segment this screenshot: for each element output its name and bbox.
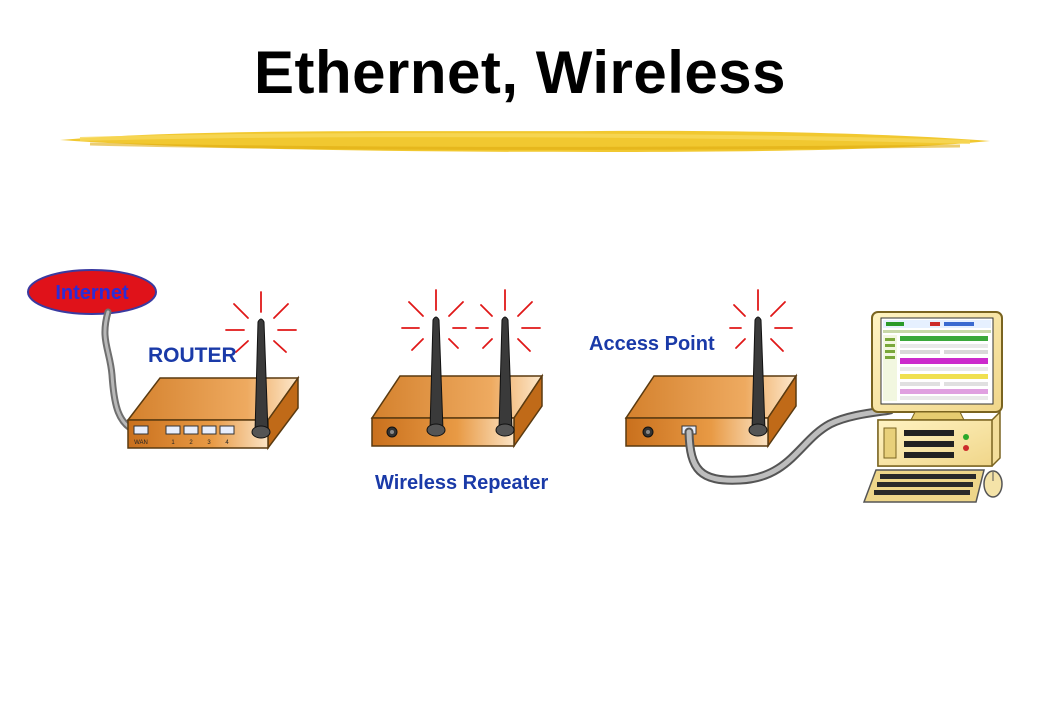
keyboard-keys xyxy=(874,474,976,495)
access-point-label: Access Point xyxy=(589,333,715,355)
router-antenna-icon xyxy=(251,318,271,439)
mouse-icon xyxy=(983,470,1003,498)
title-underline xyxy=(60,130,990,152)
port-label-4: 4 xyxy=(225,440,229,446)
port-label-3: 3 xyxy=(207,440,211,446)
internet-node: Internet xyxy=(27,269,157,315)
slide-title: Ethernet, Wireless xyxy=(254,39,786,106)
repeater-antenna-right-icon xyxy=(495,316,515,437)
port-label-1: 1 xyxy=(171,440,175,446)
router-label: ROUTER xyxy=(148,344,237,367)
access-point-cable xyxy=(684,405,895,485)
repeater-signal-left-icon xyxy=(401,289,467,351)
repeater-signal-right-icon xyxy=(475,289,541,352)
access-point-antenna-icon xyxy=(748,316,768,437)
router-signal-icon xyxy=(225,291,297,353)
repeater-label: Wireless Repeater xyxy=(375,472,548,494)
port-label-wan: WAN xyxy=(134,440,148,446)
access-point-device xyxy=(624,289,798,449)
access-point-signal-icon xyxy=(729,289,793,352)
router-ports: WAN 1 2 3 4 xyxy=(133,425,235,446)
monitor-screen xyxy=(883,320,991,401)
computer-icon xyxy=(862,311,1003,503)
port-label-2: 2 xyxy=(189,440,193,446)
repeater-device xyxy=(370,289,544,449)
repeater-antenna-left-icon xyxy=(426,316,446,437)
router-device: WAN 1 2 3 4 xyxy=(126,291,300,451)
internet-label: Internet xyxy=(55,282,129,304)
